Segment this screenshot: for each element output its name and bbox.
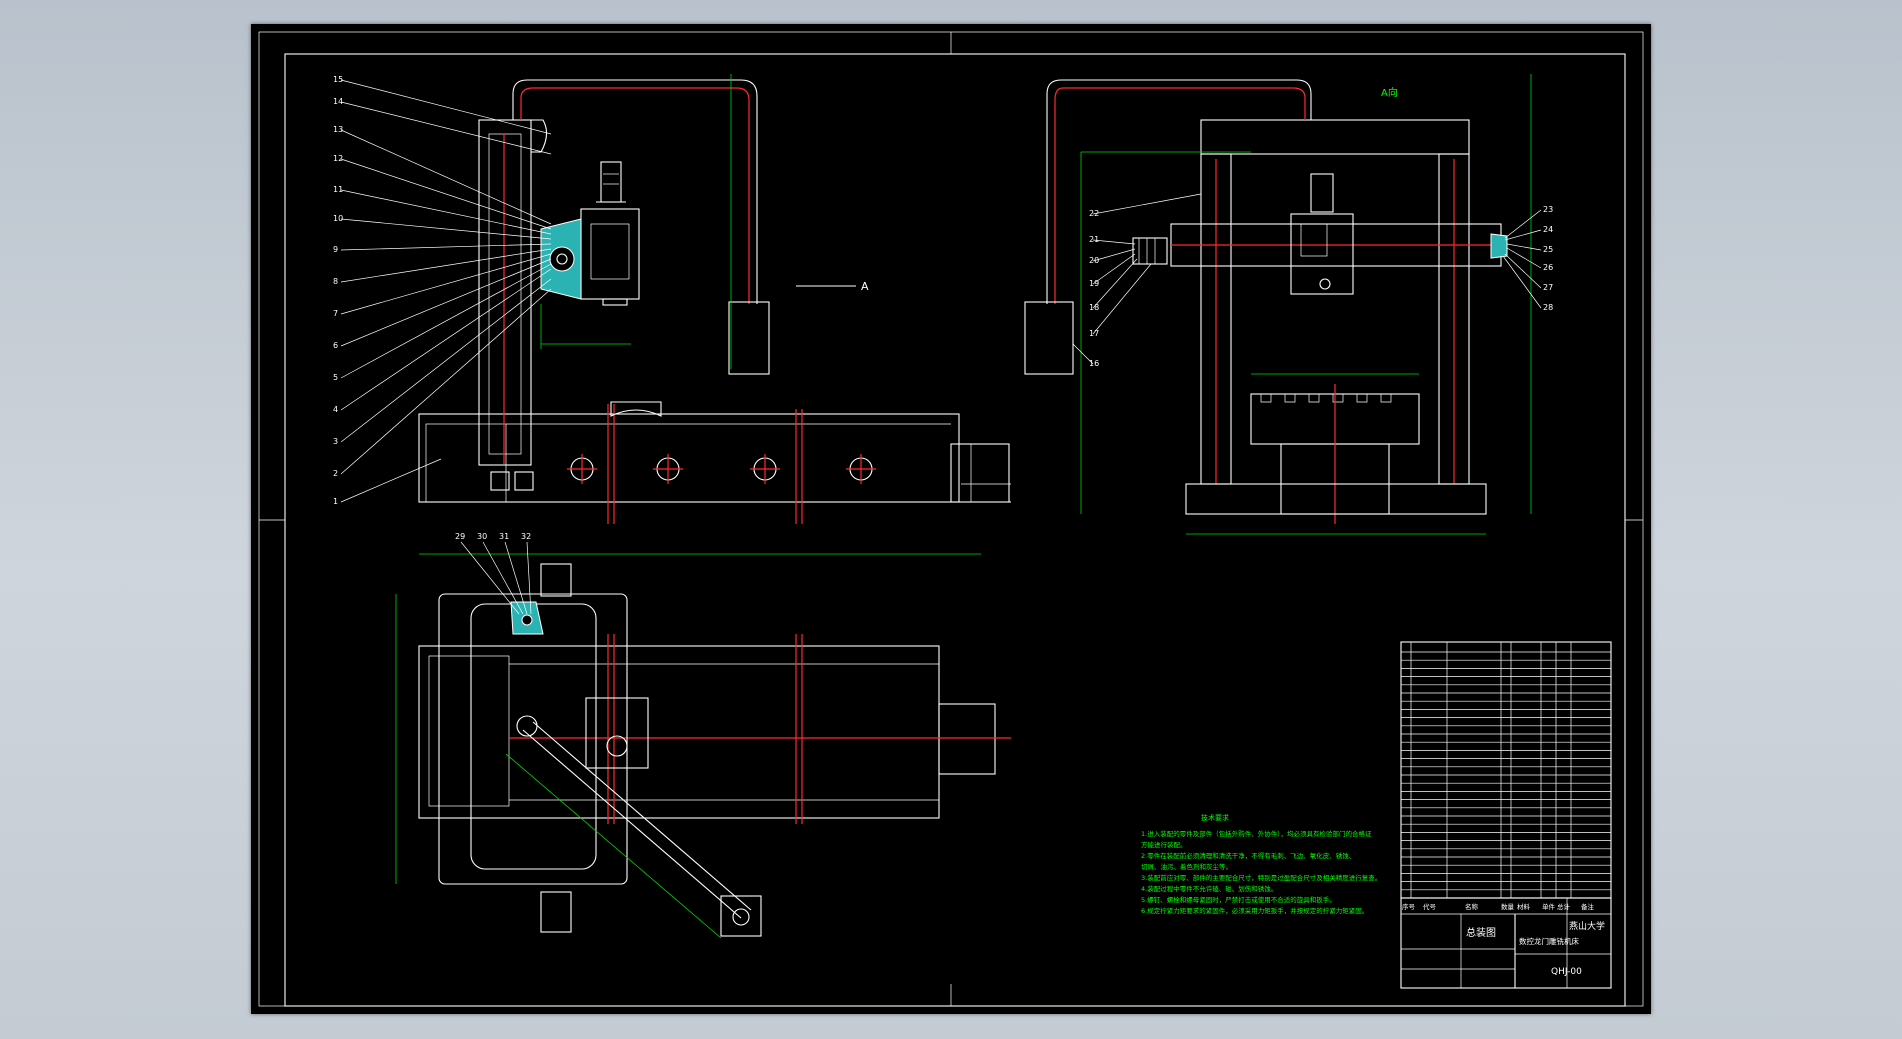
drawing-type: 总装图: [1466, 926, 1496, 939]
drawing-number: QHJ-00: [1551, 967, 1582, 977]
bom-header: 备注: [1581, 902, 1595, 911]
front-view-balloon: 17: [1089, 329, 1099, 338]
top-view-balloon: 31: [499, 532, 509, 541]
front-view-balloon: 22: [1089, 209, 1099, 218]
bom-header: 总计: [1557, 902, 1571, 911]
side-view-balloon: 11: [333, 185, 343, 194]
front-view-balloon: 19: [1089, 279, 1099, 288]
drawing-name: 数控龙门雕铣机床: [1519, 936, 1579, 946]
tech-req-line: 3.装配前应对零、部件的主要配合尺寸，特别是过盈配合尺寸及相关精度进行复查。: [1141, 873, 1381, 882]
technical-requirements: 技术要求 1.进入装配的零件及部件（包括外购件、外协件），均必须具有检验部门的合…: [1141, 813, 1381, 915]
bom-header: 材料: [1517, 902, 1531, 911]
section-marker-a: A: [861, 280, 869, 293]
side-view-balloon: 6: [333, 341, 338, 350]
side-view-balloon: 3: [333, 437, 338, 446]
side-view-balloon: 5: [333, 373, 338, 382]
front-view-balloon: 24: [1543, 225, 1553, 234]
tech-req-line: 6.规定拧紧力矩要求的紧固件，必须采用力矩扳手，并按规定的拧紧力矩紧固。: [1141, 906, 1368, 915]
front-view-balloon: 28: [1543, 303, 1553, 312]
side-view-drawing: [340, 74, 1011, 524]
front-view-balloon: 26: [1543, 263, 1553, 272]
front-view-balloon: 21: [1089, 235, 1099, 244]
top-view-drawing: [395, 541, 1011, 939]
tech-req-line: 2.零件在装配前必须清理和清洗干净，不得有毛刺、飞边、氧化皮、锈蚀、: [1141, 851, 1355, 860]
front-view-drawing: [1024, 74, 1542, 535]
side-view-balloon: 7: [333, 309, 338, 318]
side-view-balloon: 2: [333, 469, 338, 478]
parts-list-table: [1400, 641, 1612, 989]
bom-header: 名称: [1465, 902, 1479, 911]
side-view-balloon: 10: [333, 214, 343, 223]
bom-header: 数量: [1501, 902, 1515, 911]
tech-req-line: 方能进行装配。: [1141, 840, 1187, 849]
side-view-balloon: 15: [333, 75, 343, 84]
tech-req-title: 技术要求: [1201, 813, 1229, 822]
sheet-border: [258, 31, 1644, 1007]
top-view-balloon: 32: [521, 532, 531, 541]
front-view-title: A向: [1381, 86, 1398, 99]
front-view-balloon: 16: [1089, 359, 1099, 368]
tech-req-line: 切屑、油污、着色剂和灰尘等。: [1141, 862, 1232, 871]
side-view-balloon: 4: [333, 405, 338, 414]
cad-drawing-sheet: 15 14 13 12 11 10 9 8 7 6 5 4 3 2 1 A A向…: [251, 24, 1651, 1014]
tech-req-line: 5.螺钉、螺栓和螺母紧固时，严禁打击或使用不合适的旋具和扳手。: [1141, 895, 1336, 904]
front-view-balloon: 23: [1543, 205, 1553, 214]
bom-header: 序号: [1402, 902, 1416, 911]
side-view-balloon: 13: [333, 125, 343, 134]
front-view-balloon: 25: [1543, 245, 1553, 254]
top-view-balloon: 30: [477, 532, 487, 541]
side-view-balloon: 8: [333, 277, 338, 286]
front-view-balloon: 20: [1089, 256, 1099, 265]
side-view-balloon: 14: [333, 97, 343, 106]
bom-header: 单件: [1542, 902, 1556, 911]
front-view-balloon: 18: [1089, 303, 1099, 312]
tech-req-line: 4.装配过程中零件不允许磕、碰、划伤和锈蚀。: [1141, 884, 1277, 893]
tech-req-line: 1.进入装配的零件及部件（包括外购件、外协件），均必须具有检验部门的合格证: [1141, 829, 1372, 838]
side-view-balloon: 9: [333, 245, 338, 254]
bom-header: 代号: [1423, 902, 1437, 911]
side-view-balloon: 1: [333, 497, 338, 506]
school-name: 燕山大学: [1569, 920, 1605, 932]
top-view-balloon: 29: [455, 532, 465, 541]
front-view-balloon: 27: [1543, 283, 1553, 292]
side-view-balloon: 12: [333, 154, 343, 163]
